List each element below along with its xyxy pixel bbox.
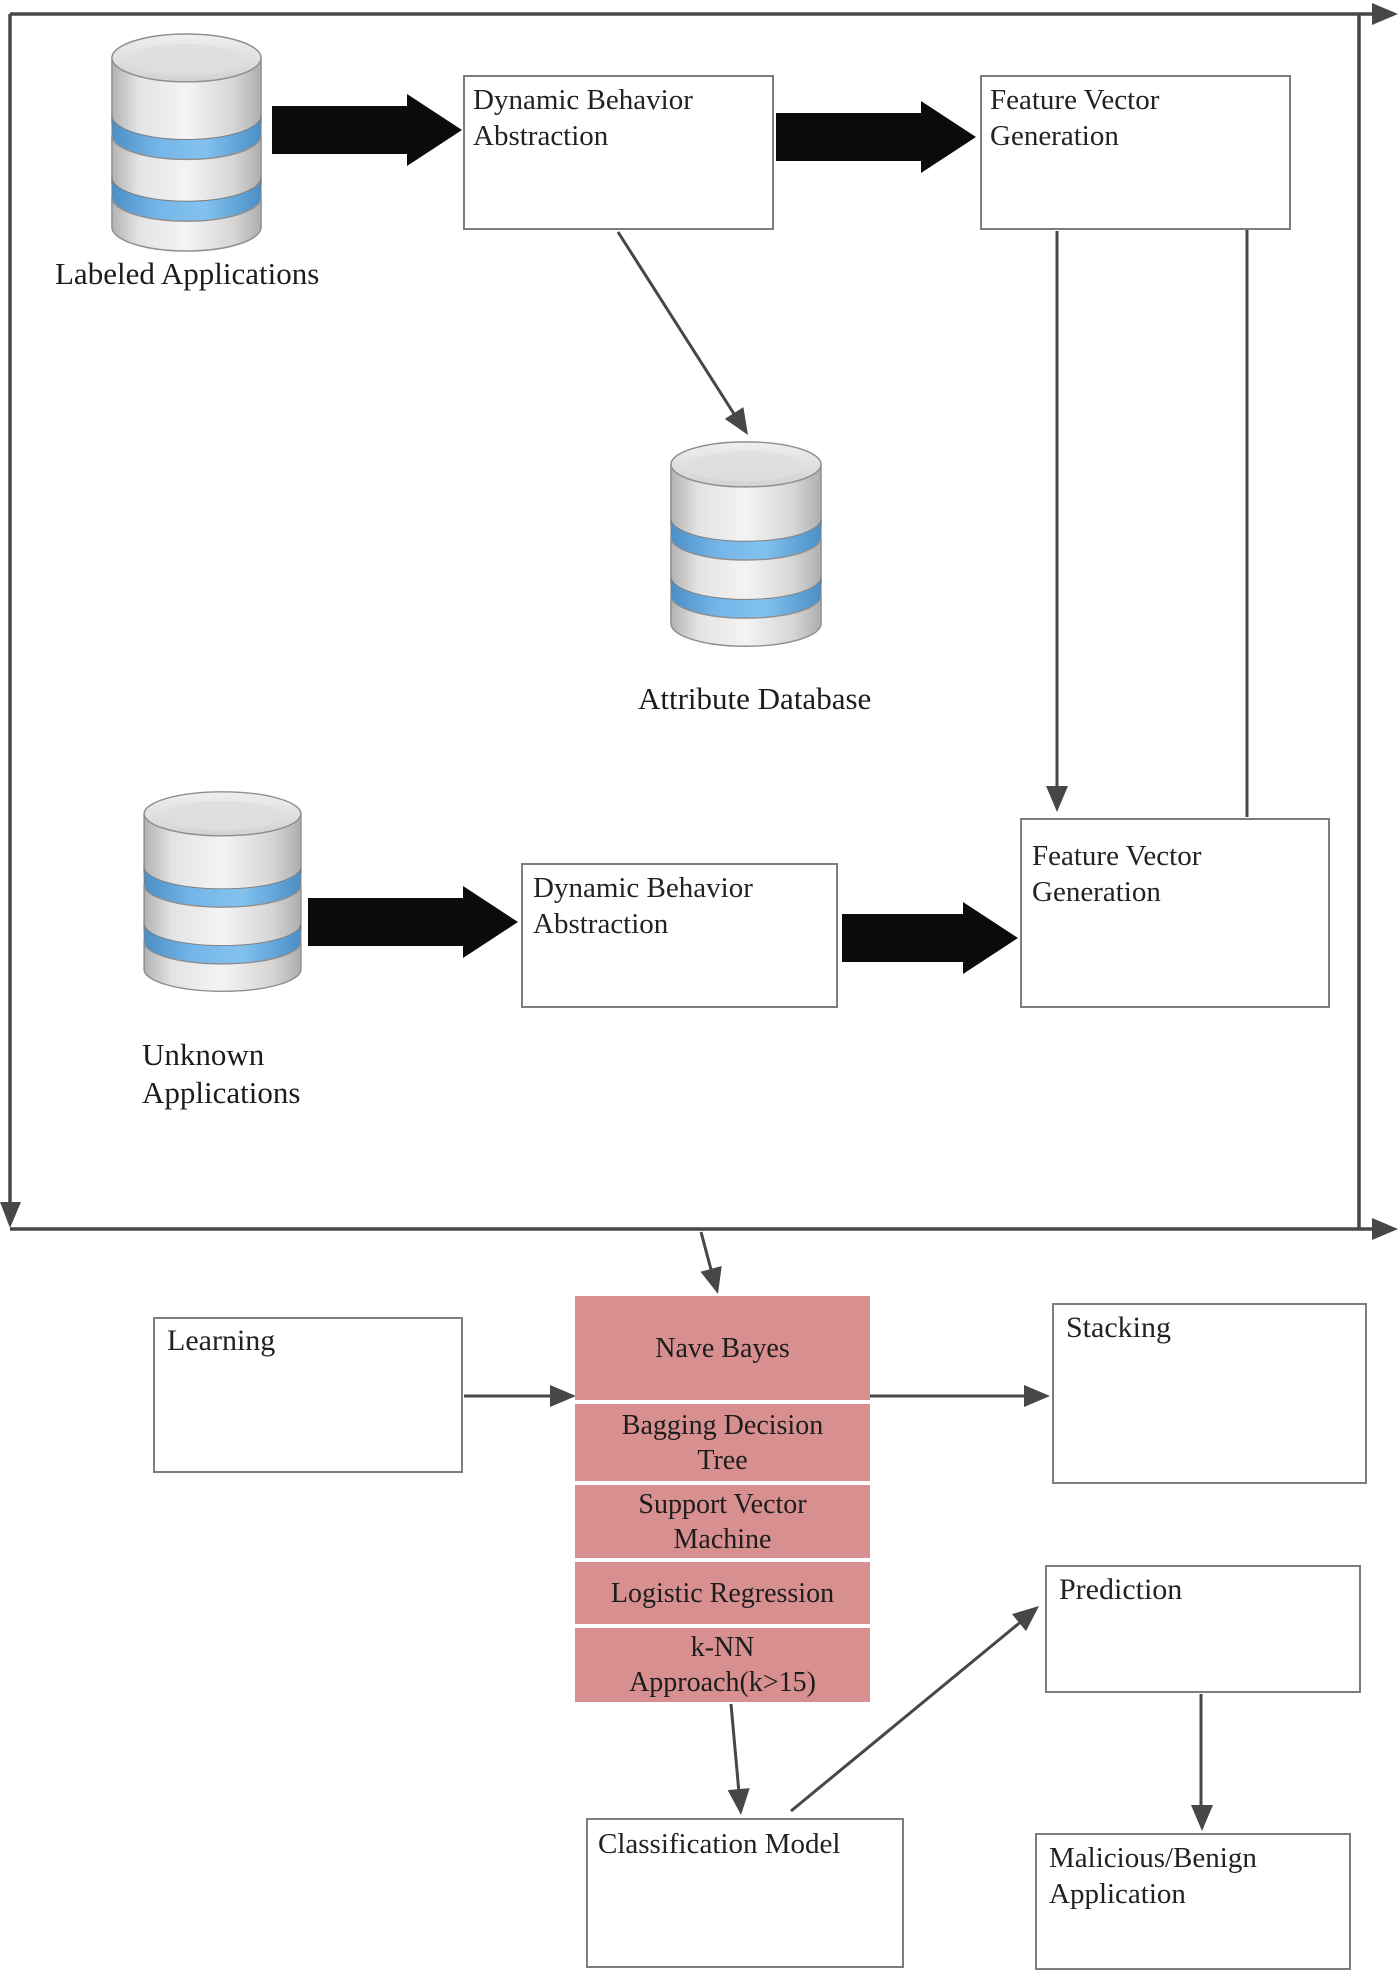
arrow-labeledapps-to-dba bbox=[272, 94, 462, 166]
arrow-dba-to-fvg-bottom bbox=[842, 902, 1018, 974]
frame-top-right-arrowhead bbox=[1372, 3, 1398, 25]
stacking-box: Stacking bbox=[1052, 1303, 1367, 1484]
arrowhead-classifiers-left bbox=[550, 1385, 576, 1407]
frame-bottom-left-arrowhead bbox=[0, 1202, 21, 1228]
unknown-applications-label: Unknown Applications bbox=[142, 1037, 301, 1110]
prediction-box: Prediction bbox=[1045, 1565, 1361, 1693]
arrowhead-classifiers bbox=[700, 1266, 722, 1294]
feature-vector-generation-box-bottom: Feature Vector Generation bbox=[1020, 818, 1330, 1008]
learning-box: Learning bbox=[153, 1317, 463, 1473]
outer-frame bbox=[8, 12, 1376, 1231]
labeled-applications-database-icon bbox=[108, 32, 265, 255]
arrow-dba-to-fvg-top bbox=[776, 101, 976, 173]
thin-arrowheads bbox=[550, 202, 1258, 1831]
arrowhead-malicious bbox=[1191, 1805, 1213, 1831]
arrowhead-stacking bbox=[1024, 1385, 1050, 1407]
labeled-applications-label: Labeled Applications bbox=[55, 256, 320, 291]
line-dba-to-attributedb bbox=[616, 231, 738, 418]
classifier-support-vector-machine: Support Vector Machine bbox=[575, 1485, 870, 1558]
unknown-applications-database-icon bbox=[140, 790, 305, 995]
frame-arrowheads bbox=[0, 3, 1398, 1240]
classification-model-box: Classification Model bbox=[586, 1818, 904, 1968]
dynamic-behavior-abstraction-box-top: Dynamic Behavior Abstraction bbox=[463, 75, 774, 230]
arrowhead-prediction bbox=[1012, 1606, 1039, 1632]
feature-vector-generation-box-top: Feature Vector Generation bbox=[980, 75, 1291, 230]
classifier-nave-bayes: Nave Bayes bbox=[575, 1296, 870, 1400]
attribute-database-icon bbox=[667, 440, 825, 650]
attribute-database-label: Attribute Database bbox=[638, 681, 872, 716]
arrow-unknownapps-to-dba bbox=[308, 886, 518, 958]
line-classification-to-prediction bbox=[790, 1618, 1024, 1813]
arrowhead-attributedb bbox=[724, 407, 748, 435]
classifier-knn-approach: k-NN Approach(k>15) bbox=[575, 1628, 870, 1702]
classifier-logistic-regression: Logistic Regression bbox=[575, 1562, 870, 1624]
arrowhead-classification bbox=[727, 1788, 750, 1815]
classifier-stack: Nave Bayes Bagging Decision Tree Support… bbox=[575, 1296, 870, 1702]
malicious-benign-application-box: Malicious/Benign Application bbox=[1035, 1833, 1351, 1970]
thick-arrows bbox=[272, 94, 1018, 974]
line-classifiers-to-classification bbox=[729, 1703, 741, 1794]
arrowhead-fvg2 bbox=[1046, 786, 1068, 812]
classifier-bagging-decision-tree: Bagging Decision Tree bbox=[575, 1404, 870, 1481]
dynamic-behavior-abstraction-box-bottom: Dynamic Behavior Abstraction bbox=[521, 863, 838, 1008]
frame-bottom-right-arrowhead bbox=[1372, 1218, 1398, 1240]
